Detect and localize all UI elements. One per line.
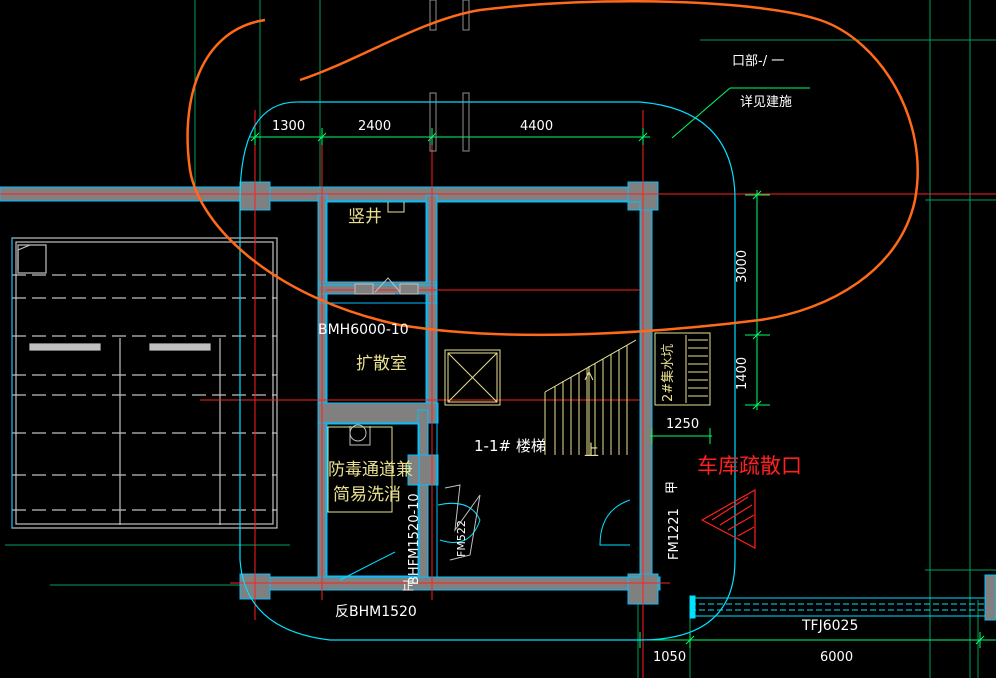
dim-bottom-2: 6000 xyxy=(820,650,853,665)
exit-label: 车库疏散口 xyxy=(697,454,802,478)
dim-stair: 1250 xyxy=(666,417,699,432)
room-diffusion: 扩散室 xyxy=(356,354,407,374)
stair-up-label: 上 xyxy=(584,441,599,459)
stair-label: 1-1# 楼梯 xyxy=(474,437,546,455)
left-parking-block xyxy=(11,237,278,529)
note-text: 详见建施 xyxy=(740,95,792,110)
door-bhm-prefix: 正 xyxy=(402,579,414,593)
stair-treads xyxy=(544,339,637,455)
top-dimension-line xyxy=(250,128,650,145)
room-decon-1: 防毒通道兼 xyxy=(328,460,413,480)
door-fm1221: FM1221 xyxy=(667,508,682,560)
door-bhfm: BHFM1520-10 xyxy=(407,493,422,585)
tfj-band xyxy=(689,595,991,619)
door-fm-grade: 甲 xyxy=(665,481,680,494)
right-dimension-line xyxy=(745,190,770,410)
sump-label: 2#集水坑 xyxy=(660,344,676,402)
note-ref: 口部-/ 一 xyxy=(732,54,784,69)
room-shaft: 竖井 xyxy=(348,207,382,227)
stair-dimension-line xyxy=(650,428,712,444)
axis-lines xyxy=(0,110,996,678)
room-decon-2: 简易洗消 xyxy=(333,485,401,505)
dim-top-1: 1300 xyxy=(272,119,305,134)
walls xyxy=(0,181,661,605)
elevator-box xyxy=(444,349,501,406)
bottom-dimension-line xyxy=(638,632,996,648)
dim-right-1: 3000 xyxy=(735,250,750,283)
dim-top-3: 4400 xyxy=(520,119,553,134)
protection-zone-outline xyxy=(239,101,736,641)
hand-drawn-annotation xyxy=(186,0,919,337)
exit-marker xyxy=(700,488,756,549)
dim-bottom-1: 1050 xyxy=(653,650,686,665)
dim-right-2: 1400 xyxy=(735,357,750,390)
door-bhm: 反BHM1520 xyxy=(335,604,417,620)
door-tfj: TFJ6025 xyxy=(801,618,858,634)
dim-top-2: 2400 xyxy=(358,119,391,134)
door-blast-valve: BMH6000-10 xyxy=(318,322,409,338)
door-fm-small: FM522 xyxy=(455,520,468,557)
